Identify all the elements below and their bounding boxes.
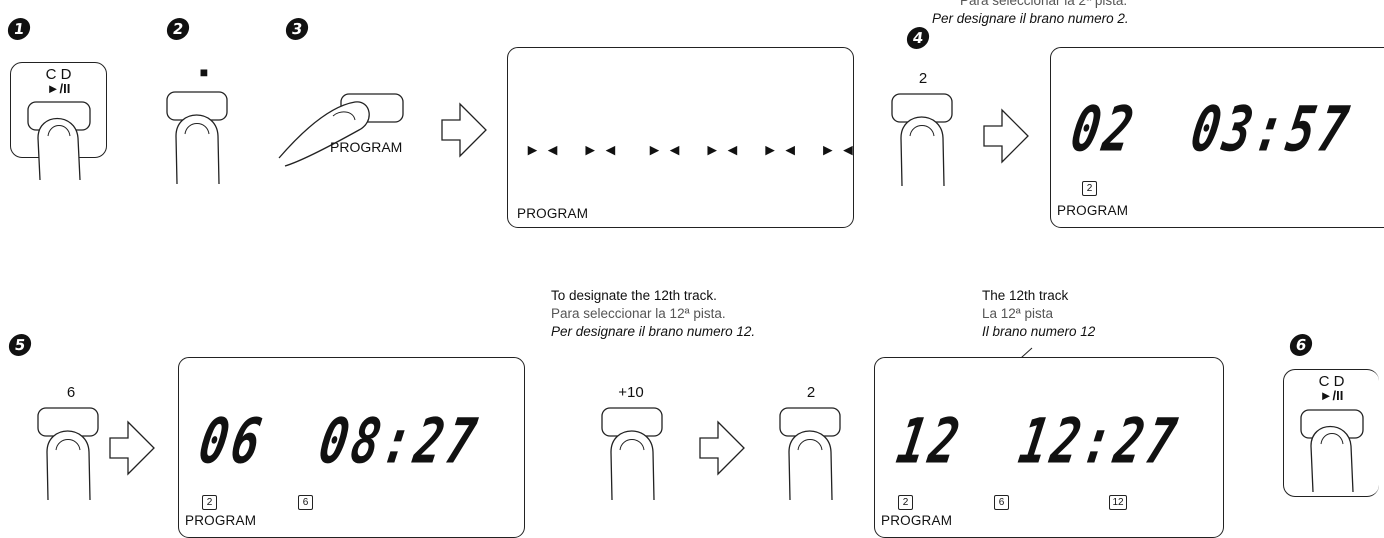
caption-en: The 12th track: [982, 288, 1069, 303]
program-slot-marker: 6: [994, 495, 1009, 510]
program-indicator: PROGRAM: [517, 206, 589, 221]
program-indicator: PROGRAM: [881, 513, 953, 528]
number-2-button[interactable]: [776, 404, 856, 524]
finger-press-icon: [27, 101, 91, 181]
program-slot-marker: 6: [298, 495, 313, 510]
caption-it: Il brano numero 12: [982, 324, 1096, 339]
caption-designate-12: To designate the 12th track. Para selecc…: [551, 287, 755, 341]
key-plus10-label: +10: [618, 384, 644, 401]
lcd-track-number: 02: [1066, 92, 1143, 166]
caption-es: La 12ª pista: [982, 306, 1054, 321]
lcd-display-step3: ▸◂ ▸◂ ▸◂ ▸◂ ▸◂ ▸◂ PROGRAM: [507, 47, 854, 228]
number-2-button[interactable]: [888, 90, 968, 210]
lcd-time: 03:57: [1186, 92, 1358, 166]
lcd-track-number: 06: [194, 404, 271, 478]
step-4-marker: 4: [905, 27, 931, 49]
cd-label: C D: [45, 66, 72, 83]
lcd-display-track12: 12 12:27 2 6 12 PROGRAM: [874, 357, 1224, 538]
step-2-marker: 2: [165, 18, 191, 40]
play-pause-icon: ►/II: [46, 81, 71, 96]
step-5-marker: 5: [7, 334, 33, 356]
program-key-label: PROGRAM: [330, 139, 403, 155]
program-indicator: PROGRAM: [1057, 203, 1129, 218]
caption-top-right: Para seleccionar la 2ª pista. Per design…: [932, 0, 1129, 28]
caption-en: To designate the 12th track.: [551, 288, 717, 303]
lcd-display-step4: 02 03:57 2 PROGRAM: [1050, 47, 1384, 228]
lcd-time: 08:27: [314, 404, 486, 478]
step-3-marker: 3: [284, 18, 310, 40]
program-slot-marker: 2: [1082, 181, 1097, 196]
cd-play-button[interactable]: C D ►/II: [1283, 369, 1379, 497]
caption-es: Para seleccionar la 12ª pista.: [551, 306, 726, 321]
arrow-right-icon: [441, 102, 487, 158]
key-2-label: 2: [918, 70, 928, 87]
stop-button[interactable]: [163, 88, 243, 208]
plus10-button[interactable]: [598, 404, 678, 524]
finger-press-icon: [1300, 409, 1364, 493]
step-1-marker: 1: [6, 18, 32, 40]
caption-it: Per designare il brano numero 2.: [932, 11, 1129, 26]
program-slot-marker: 2: [202, 495, 217, 510]
program-indicator: PROGRAM: [185, 513, 257, 528]
caption-es: Para seleccionar la 2ª pista.: [960, 0, 1128, 8]
key-2-label: 2: [806, 384, 816, 401]
arrow-right-icon: [109, 420, 155, 476]
key-6-label: 6: [66, 384, 76, 401]
lcd-track-number: 12: [892, 404, 969, 478]
play-pause-icon: ►/II: [1319, 388, 1344, 403]
caption-track-12: The 12th track La 12ª pista Il brano num…: [982, 287, 1095, 341]
lcd-dashes-left: ▸◂ ▸◂: [528, 140, 627, 159]
arrow-right-icon: [983, 108, 1029, 164]
lcd-display-step5: 06 08:27 2 6 PROGRAM: [178, 357, 525, 538]
cd-label: C D: [1318, 373, 1345, 390]
caption-it: Per designare il brano numero 12.: [551, 324, 756, 339]
lcd-time: 12:27: [1014, 404, 1186, 478]
lcd-dashes-right: ▸◂ ▸◂ ▸◂ ▸◂: [650, 140, 865, 159]
program-button[interactable]: [275, 88, 425, 178]
program-slot-marker: 12: [1109, 495, 1127, 510]
number-6-button[interactable]: [34, 404, 114, 524]
stop-icon: ■: [199, 64, 209, 80]
step-6-marker: 6: [1288, 334, 1314, 356]
arrow-right-icon: [699, 420, 745, 476]
program-slot-marker: 2: [898, 495, 913, 510]
